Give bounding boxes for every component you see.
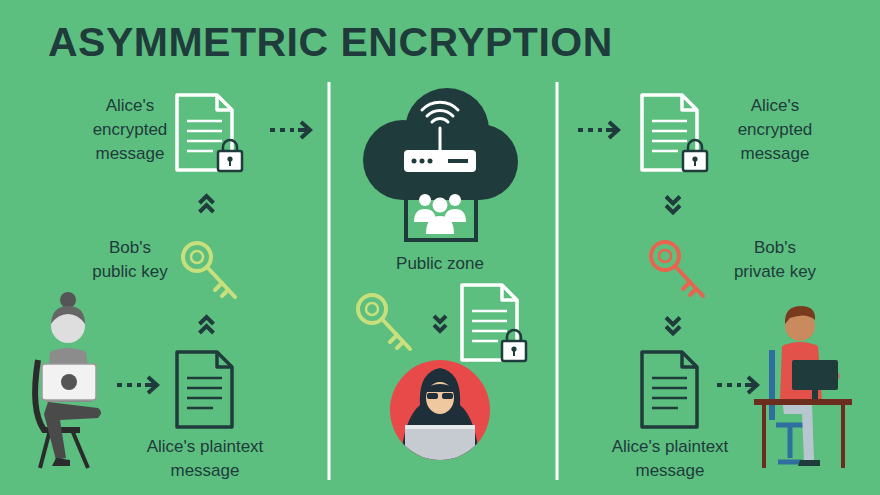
icon-node: Alice's encrypted message bbox=[642, 95, 697, 170]
chevron-arrow bbox=[200, 196, 214, 212]
dashed-arrow bbox=[717, 377, 757, 393]
dashed-arrow bbox=[270, 122, 310, 138]
lock-icon bbox=[218, 140, 242, 171]
icon-node: Alice's plaintext message bbox=[177, 352, 232, 427]
chevron-arrow bbox=[666, 318, 680, 334]
private-key-icon bbox=[651, 242, 703, 296]
cloud-icon bbox=[363, 88, 518, 240]
chevron-arrow bbox=[666, 197, 680, 213]
node-label: Alice's plaintext message bbox=[585, 435, 755, 483]
public-key-icon bbox=[183, 243, 235, 297]
document-icon bbox=[177, 352, 232, 427]
alice-figure bbox=[35, 292, 101, 468]
hacker-figure bbox=[390, 360, 490, 470]
icon-node: Alice's encrypted message bbox=[177, 95, 232, 170]
icon-node: Bob's public key bbox=[180, 240, 237, 300]
node-label: Bob's private key bbox=[729, 236, 821, 284]
icon-node: Alice's plaintext message bbox=[642, 352, 697, 427]
dashed-arrow bbox=[578, 122, 618, 138]
node-label: Public zone bbox=[380, 252, 500, 276]
node-label: Alice's encrypted message bbox=[725, 94, 825, 166]
bob-figure bbox=[754, 306, 852, 468]
node-label: Alice's encrypted message bbox=[80, 94, 180, 166]
lock-icon bbox=[502, 330, 526, 361]
icon-node: Bob's private key bbox=[648, 239, 705, 299]
lock-icon bbox=[683, 140, 707, 171]
column-divider bbox=[329, 82, 557, 480]
node-label: Bob's public key bbox=[85, 236, 175, 284]
public-key-icon bbox=[358, 295, 410, 349]
chevron-arrow bbox=[434, 316, 446, 331]
document-icon bbox=[642, 352, 697, 427]
icon-node: Public zone bbox=[362, 88, 518, 240]
chevron-arrow bbox=[200, 317, 214, 333]
node-label: Alice's plaintext message bbox=[120, 435, 290, 483]
diagram-title: ASYMMETRIC ENCRYPTION bbox=[48, 22, 613, 63]
dashed-arrow bbox=[117, 377, 157, 393]
